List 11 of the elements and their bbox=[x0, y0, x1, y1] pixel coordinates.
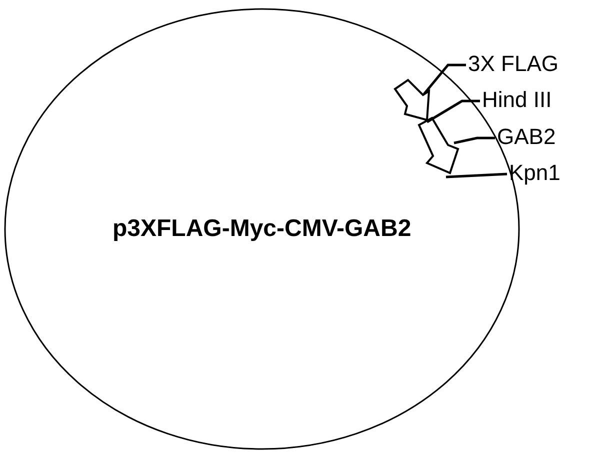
plasmid-name: p3XFLAG-Myc-CMV-GAB2 bbox=[112, 215, 412, 243]
leader-line bbox=[454, 136, 495, 144]
feature-label: GAB2 bbox=[497, 125, 556, 149]
leader-line bbox=[423, 64, 466, 95]
leader-line bbox=[426, 100, 480, 124]
feature-arrow bbox=[418, 116, 460, 174]
feature-label: 3X FLAG bbox=[468, 52, 558, 76]
feature-label: Kpn1 bbox=[509, 161, 560, 185]
feature-arrow bbox=[394, 78, 430, 122]
feature-label: Hind III bbox=[482, 88, 552, 112]
leader-line bbox=[446, 172, 508, 178]
